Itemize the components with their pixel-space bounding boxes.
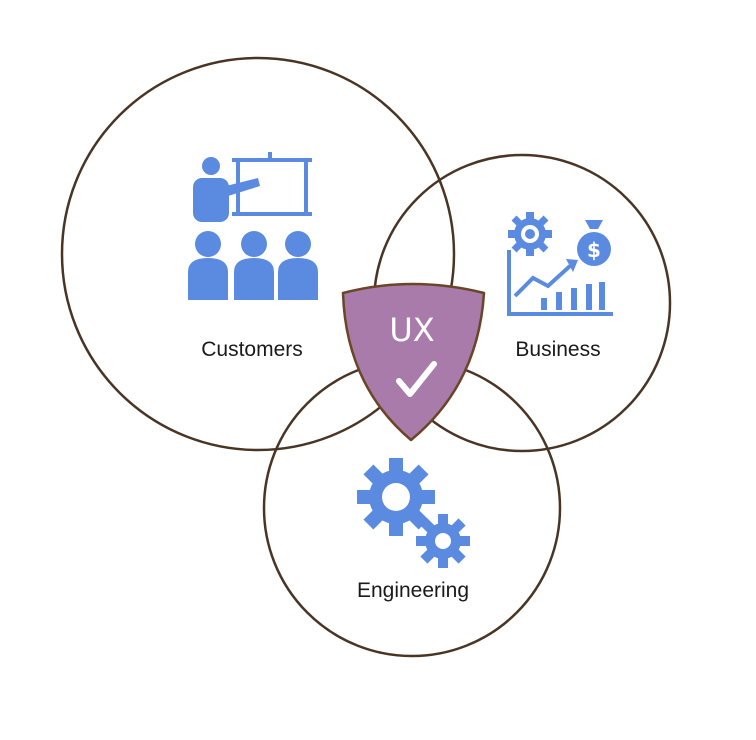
business-label: Business (515, 338, 600, 361)
business-growth-chart-icon: $ (507, 212, 613, 316)
customers-circle (60, 56, 456, 452)
checkmark-icon (396, 361, 437, 397)
shield-shape (341, 282, 486, 442)
customers-label: Customers (201, 338, 303, 361)
ux-label: UX (389, 311, 434, 349)
svg-text:$: $ (587, 238, 601, 262)
ux-shield: UX (341, 282, 486, 442)
engineering-label: Engineering (357, 579, 469, 602)
gears-icon (357, 458, 470, 568)
presentation-audience-icon (188, 152, 318, 300)
